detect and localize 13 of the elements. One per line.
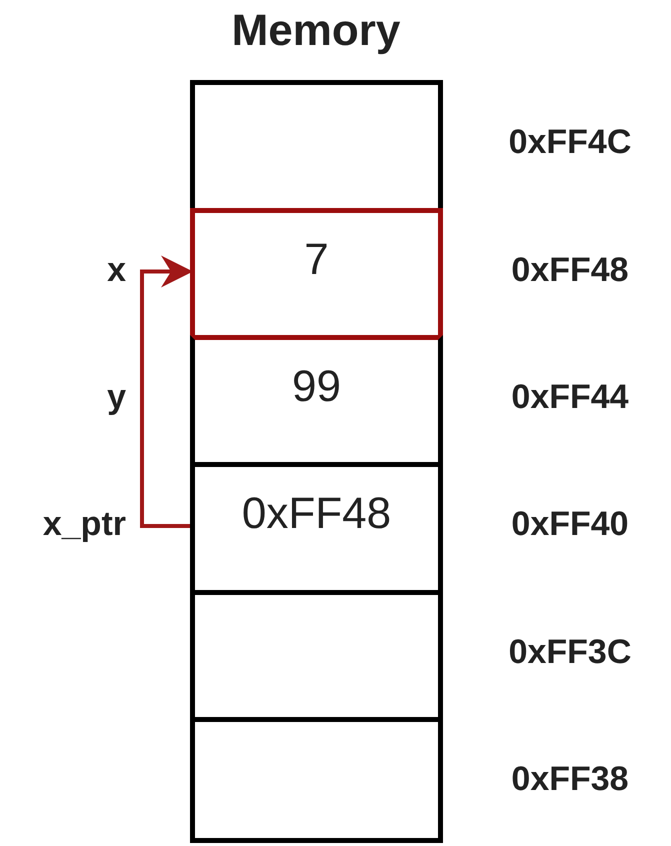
address-label: 0xFF40 — [510, 505, 630, 544]
address-label: 0xFF4C — [508, 123, 632, 162]
cell-value: 99 — [291, 362, 342, 412]
address-label: 0xFF38 — [510, 760, 630, 799]
cell-value: 7 — [303, 235, 330, 285]
variable-name: y — [107, 378, 126, 417]
variable-name: x_ptr — [42, 505, 126, 544]
address-label: 0xFF48 — [510, 251, 630, 290]
title: Memory — [230, 6, 402, 56]
cell-value: 0xFF48 — [240, 489, 392, 539]
address-label: 0xFF3C — [508, 633, 632, 672]
variable-name: x — [107, 251, 126, 290]
address-label: 0xFF44 — [510, 378, 630, 417]
